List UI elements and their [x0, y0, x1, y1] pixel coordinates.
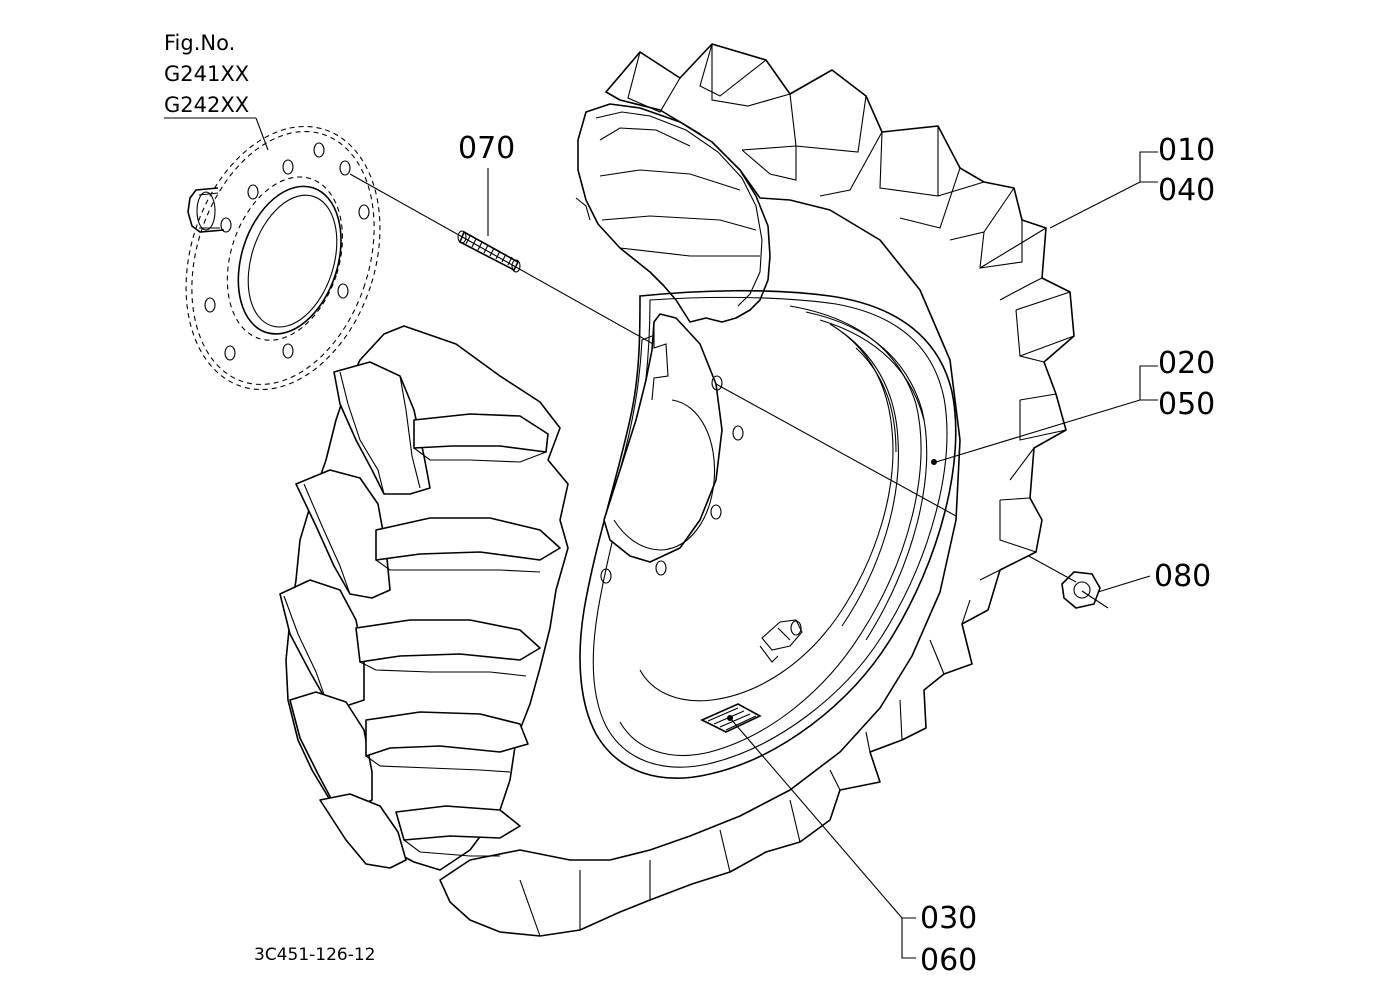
- callout-080: 080: [1154, 559, 1211, 594]
- axle-flange: [185, 125, 381, 391]
- callout-010: 010: [1158, 133, 1215, 168]
- callout-040: 040: [1158, 173, 1215, 208]
- callout-050: 050: [1158, 387, 1215, 422]
- wheel-nut: [1061, 571, 1151, 609]
- valve-stem: [759, 619, 803, 663]
- stud-bolt: [457, 168, 521, 273]
- figure-number-label: Fig.No.: [164, 31, 235, 55]
- callout-070: 070: [458, 131, 515, 166]
- figure-number-1: G241XX: [164, 62, 249, 86]
- disc-wheel: [579, 289, 957, 779]
- callout-leaders: [729, 151, 1158, 959]
- tire: [279, 43, 1075, 937]
- callout-060: 060: [920, 943, 977, 978]
- callout-020: 020: [1158, 346, 1215, 381]
- figure-number-block: Fig.No. G241XX G242XX: [164, 31, 269, 151]
- drawing-code: 3C451-126-12: [254, 945, 375, 965]
- callout-030: 030: [920, 901, 977, 936]
- label-plate: [700, 703, 762, 733]
- figure-number-2: G242XX: [164, 93, 249, 117]
